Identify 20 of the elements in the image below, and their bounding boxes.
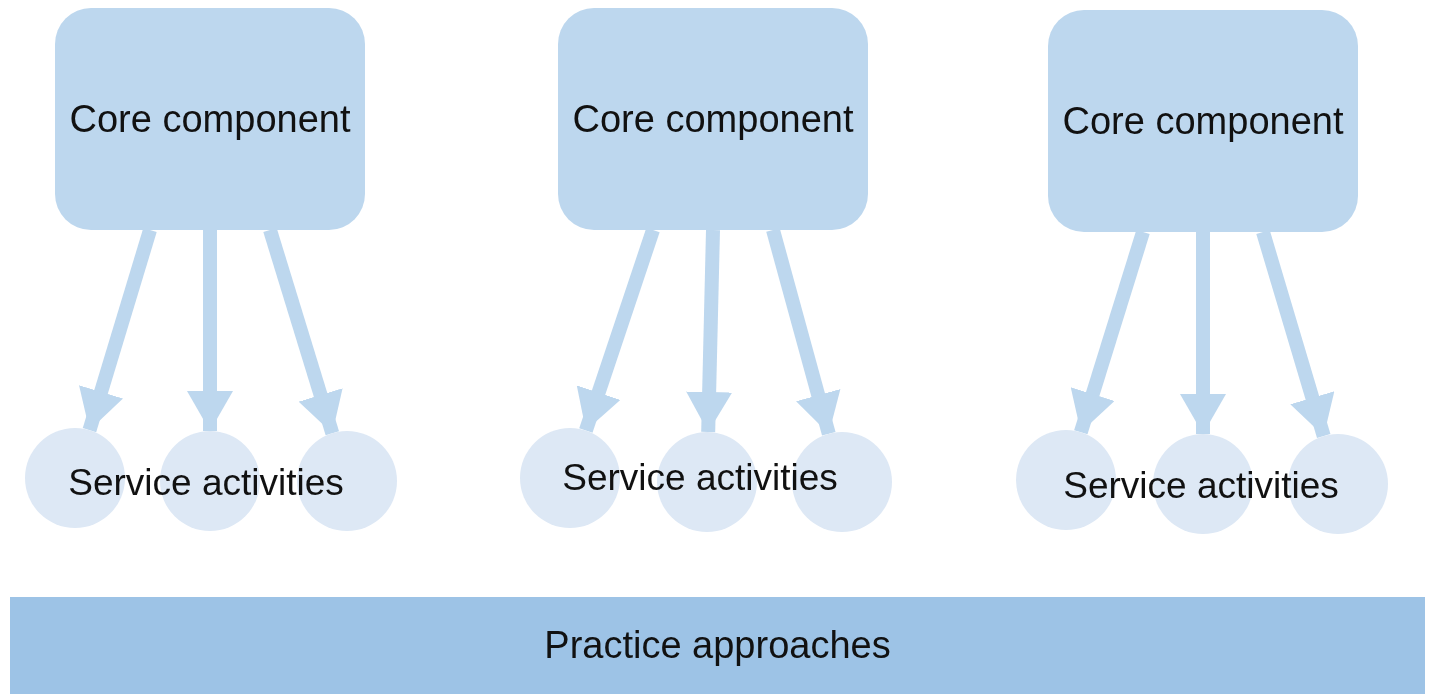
arrow (263, 227, 343, 436)
practice-band (10, 597, 1425, 694)
node-text: Practice approaches (544, 623, 891, 668)
node-text: Core component (572, 96, 854, 142)
core-component-box (1048, 10, 1358, 232)
arrow (686, 229, 733, 433)
service-label: Service activities (1063, 465, 1339, 507)
core-component-box (55, 8, 365, 230)
service-label: Service activities (68, 462, 344, 504)
arrow (1256, 230, 1335, 439)
arrow (1070, 229, 1150, 435)
arrow (576, 227, 660, 433)
service-label: Service activities (562, 457, 838, 499)
arrow (1180, 232, 1226, 434)
core-component-box (558, 8, 868, 230)
node-text: Core component (69, 96, 351, 142)
arrow (187, 230, 233, 431)
arrow (79, 228, 157, 433)
node-text: Core component (1062, 98, 1344, 144)
arrow (766, 228, 841, 436)
